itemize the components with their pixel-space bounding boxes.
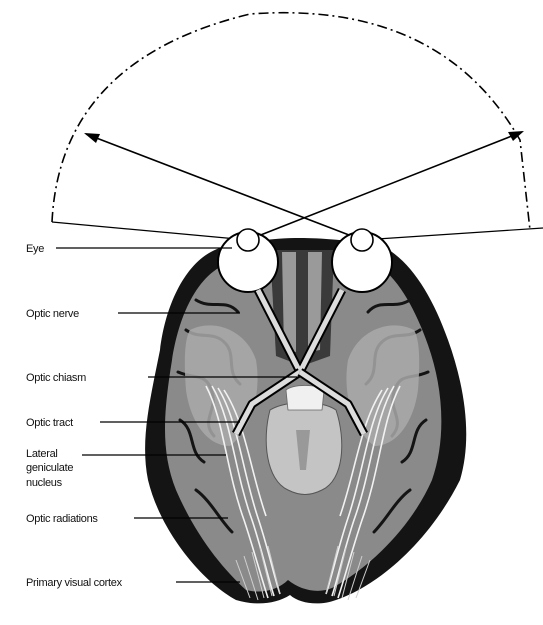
label-optic-radiations: Optic radiations — [26, 513, 98, 525]
label-optic-tract: Optic tract — [26, 417, 73, 429]
label-lgn-line1: Lateral — [26, 448, 58, 460]
arrowhead-right — [508, 131, 524, 141]
visual-field-baseline-right — [362, 228, 543, 240]
frontal-midline-region — [270, 250, 334, 366]
label-optic-nerve: Optic nerve — [26, 308, 79, 320]
arrowhead-left — [84, 133, 100, 143]
visual-field-baseline-left — [52, 222, 248, 240]
sight-line-right-to-left-eye — [248, 132, 522, 240]
sight-line-left-to-right-eye — [86, 134, 362, 240]
label-primary-visual-cortex: Primary visual cortex — [26, 577, 123, 589]
label-lgn-line2: geniculate — [26, 462, 73, 474]
label-optic-chiasm: Optic chiasm — [26, 372, 86, 384]
label-eye: Eye — [26, 243, 44, 255]
visual-field-arc — [52, 13, 530, 230]
label-lgn-line3: nucleus — [26, 477, 63, 489]
